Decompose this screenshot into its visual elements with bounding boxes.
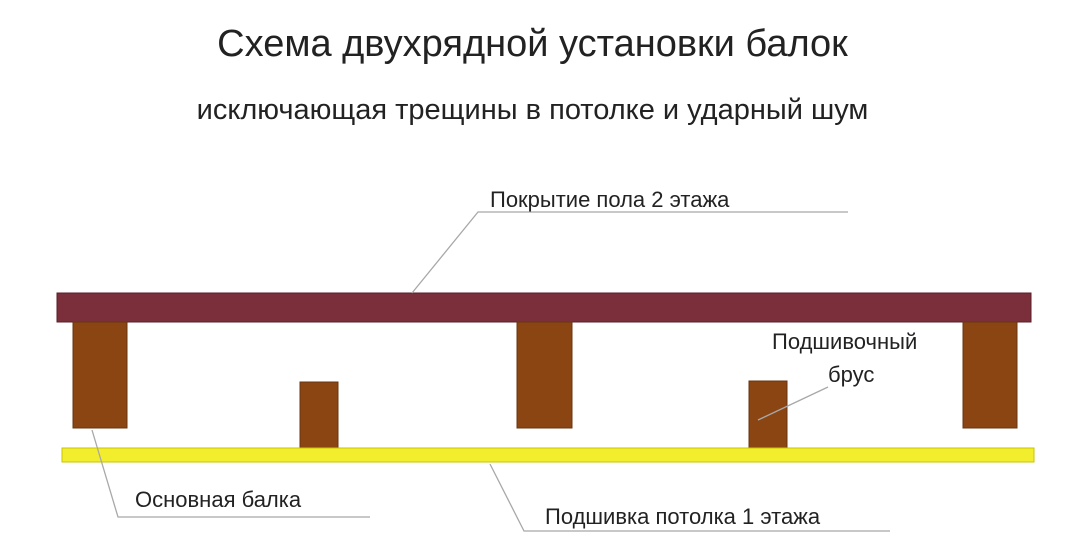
floor-covering-board — [56, 292, 1032, 323]
label-ceiling-lining: Подшивка потолка 1 этажа — [545, 504, 821, 529]
main-beam-middle — [516, 321, 573, 429]
nailing-bar-right — [748, 380, 788, 449]
label-floor-covering: Покрытие пола 2 этажа — [490, 187, 730, 212]
diagram-title: Схема двухрядной установки балок — [217, 23, 848, 65]
leader-lines — [91, 211, 890, 532]
label-nailing-bar-line1: Подшивочный — [772, 329, 917, 354]
leader-ceiling-lining — [489, 463, 890, 532]
main-beam-left — [72, 321, 128, 429]
label-main-beam: Основная балка — [135, 487, 302, 512]
nailing-bar-left — [299, 381, 339, 449]
ceiling-lining-board — [61, 447, 1035, 463]
leader-nailing-bar — [757, 386, 829, 421]
leader-floor-covering — [411, 211, 848, 294]
label-nailing-bar-line2: брус — [828, 362, 874, 387]
main-beam-right — [962, 321, 1018, 429]
diagram-subtitle: исключающая трещины в потолке и ударный … — [196, 94, 869, 126]
leader-main-beam — [91, 429, 370, 518]
